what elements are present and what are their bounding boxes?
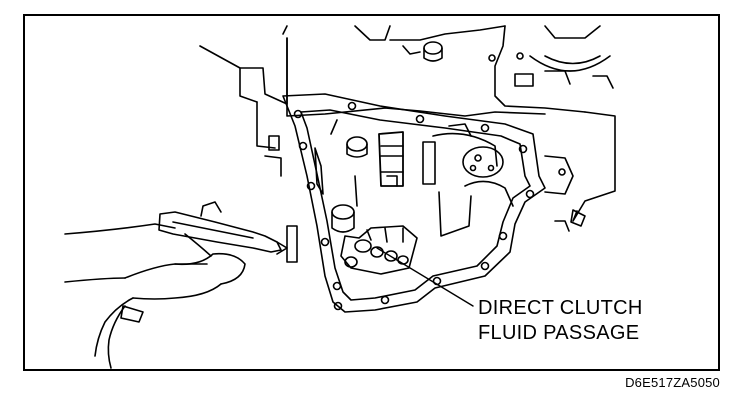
air-gun-and-hand <box>64 201 288 369</box>
callout-leader <box>376 247 474 307</box>
right-bracket <box>544 155 586 232</box>
illustration-frame: DIRECT CLUTCH FLUID PASSAGE <box>23 14 720 371</box>
transmission-case-illustration <box>64 25 616 369</box>
callout-label: DIRECT CLUTCH FLUID PASSAGE <box>478 296 643 346</box>
left-case-ribs <box>264 135 298 263</box>
direct-clutch-plug <box>331 204 418 275</box>
figure-code: D6E517ZA5050 <box>625 375 720 390</box>
internal-passages <box>314 119 514 237</box>
callout-line-1: DIRECT CLUTCH <box>478 297 643 319</box>
callout-line-2: FLUID PASSAGE <box>478 322 640 344</box>
upper-case-housing <box>199 25 616 222</box>
gasket-flange <box>282 93 546 313</box>
